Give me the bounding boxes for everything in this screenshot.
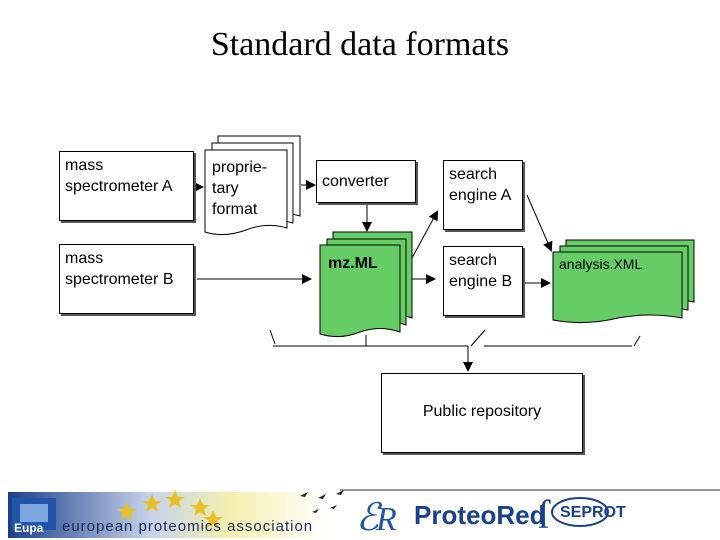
mass-spectrometer-a-box: mass spectrometer A: [59, 151, 194, 221]
converter-box: converter: [316, 160, 416, 203]
svg-text:ſ: ſ: [538, 492, 551, 537]
search-engine-a-box: search engine A: [443, 160, 523, 230]
proprietary-format-label: proprie- tary format: [212, 159, 268, 218]
search-engine-a-label: search engine A: [449, 166, 512, 204]
proteored-logo-text: ProteoRed: [414, 500, 546, 530]
page-title: Standard data formats: [210, 26, 510, 63]
public-repository-box: Public repository: [381, 373, 583, 453]
sepro-logo-text: SEPROT: [560, 504, 626, 521]
analysis-xml-label: analysis.XML: [559, 256, 643, 272]
public-repository-label: Public repository: [422, 403, 542, 420]
search-engine-b-label: search engine B: [449, 252, 513, 290]
mass-spectrometer-b-box: mass spectrometer B: [59, 244, 194, 314]
eupa-icon-text: Eupa: [14, 521, 44, 535]
mass-spectrometer-b-label: mass spectrometer B: [65, 250, 174, 288]
svg-text:ℰ: ℰ: [356, 497, 383, 539]
eupa-logo-text: european proteomics association: [62, 518, 314, 535]
mass-spectrometer-a-label: mass spectrometer A: [65, 157, 173, 195]
converter-label: converter: [322, 173, 389, 190]
birds: [300, 490, 344, 513]
mzml-doc-stack: [319, 231, 413, 338]
footer-logos: ℰ R ſ european proteomics association Eu…: [0, 488, 720, 540]
search-engine-b-box: search engine B: [443, 246, 523, 316]
footer-graphics: ℰ R ſ: [8, 489, 720, 539]
svg-text:R: R: [375, 501, 397, 538]
stars: [117, 490, 223, 528]
analysis-doc-stack: [552, 239, 695, 324]
proprietary-doc-stack: [204, 135, 301, 236]
arrows: [194, 180, 641, 372]
mzml-label: mz.ML: [328, 255, 378, 272]
